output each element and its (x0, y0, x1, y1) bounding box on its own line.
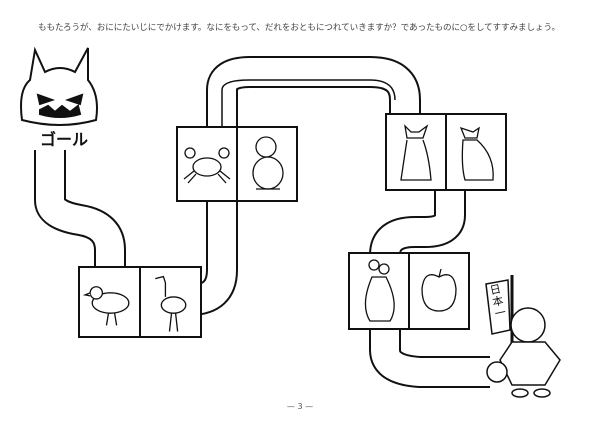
oni-goal-icon (20, 46, 98, 126)
monkey-choice[interactable] (236, 128, 296, 200)
momotaro-icon (485, 275, 561, 398)
instruction-text: ももたろうが、おににたいじにでかけます。なにをもって、だれをおともにつれていきま… (38, 23, 560, 33)
choice-box-2 (176, 126, 298, 202)
page-number: — 3 — (286, 402, 314, 411)
crab-choice[interactable] (178, 128, 236, 200)
kibidango-choice[interactable] (350, 254, 408, 328)
flag-icon (485, 279, 511, 335)
goal-label: ゴール (40, 130, 89, 149)
choice-box-1 (78, 266, 202, 338)
apple-choice[interactable] (408, 254, 468, 328)
crane-choice[interactable] (139, 268, 200, 336)
choice-box-4 (348, 252, 470, 330)
choice-box-3 (385, 113, 507, 191)
cat-choice[interactable] (387, 115, 445, 189)
bird-choice[interactable] (80, 268, 139, 336)
dog-choice[interactable] (445, 115, 505, 189)
